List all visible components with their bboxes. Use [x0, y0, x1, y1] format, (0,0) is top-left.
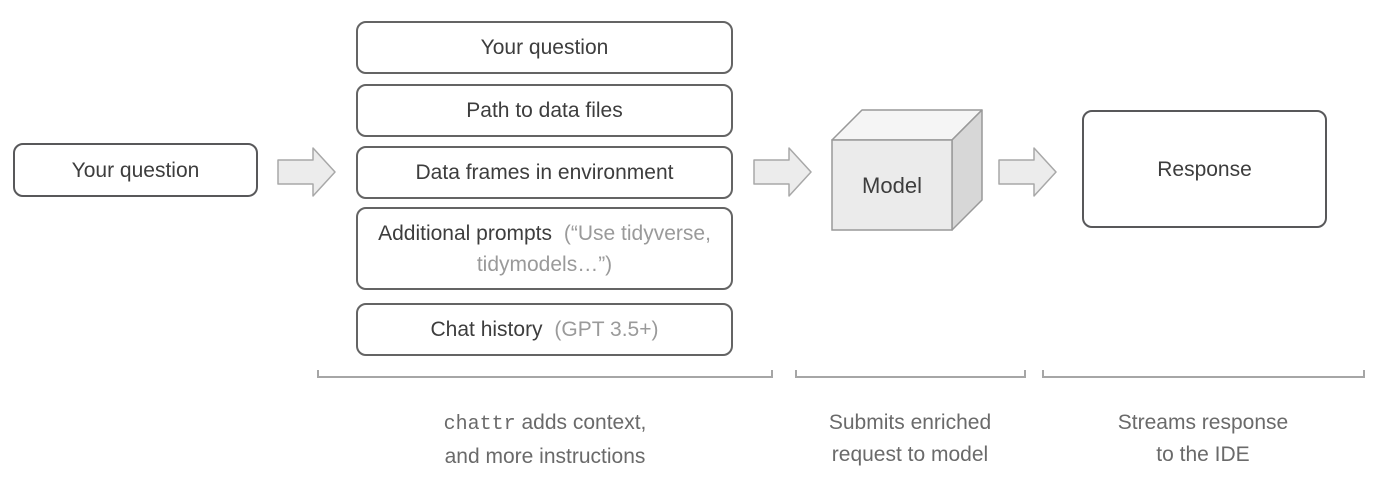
stack-box-chat-history: Chat history (GPT 3.5+) — [356, 303, 733, 356]
context-bracket — [317, 370, 773, 378]
your-question-box: Your question — [13, 143, 258, 197]
response-label: Response — [1157, 157, 1252, 181]
caption-line: chattr adds context, — [443, 411, 647, 436]
stack-box-label: Path to data files — [466, 99, 623, 122]
caption-line: and more instructions — [444, 445, 646, 468]
flow-arrow-icon — [998, 147, 1057, 197]
stack-box-path-to-data-files: Path to data files — [356, 84, 733, 137]
caption-line: Submits enriched — [828, 411, 992, 434]
stack-box-note: (GPT 3.5+) — [554, 318, 659, 341]
stream-bracket — [1042, 370, 1365, 378]
submit-bracket — [795, 370, 1026, 378]
model-label: Model — [862, 173, 922, 198]
stack-box-data-frames: Data frames in environment — [356, 146, 733, 199]
flow-arrow-icon — [753, 147, 812, 197]
your-question-label: Your question — [71, 158, 200, 182]
caption-line: to the IDE — [1156, 443, 1250, 466]
stack-box-label: Your question — [480, 36, 609, 59]
caption-context: chattr adds context, and more instructio… — [395, 407, 695, 473]
stack-box-additional-prompts: Additional prompts (“Use tidyverse, tidy… — [356, 207, 733, 290]
stack-box-label: Data frames in environment — [415, 161, 674, 184]
stack-box-your-question: Your question — [356, 21, 733, 74]
model-cube: Model — [831, 109, 983, 231]
chattr-code-text: chattr — [443, 413, 516, 436]
caption-submit: Submits enriched request to model — [785, 407, 1035, 471]
caption-stream: Streams response to the IDE — [1078, 407, 1328, 471]
response-box: Response — [1082, 110, 1327, 228]
stack-box-note: (“Use tidyverse, tidymodels…”) — [476, 221, 711, 276]
caption-line: Streams response — [1117, 411, 1289, 434]
stack-box-label: Chat history (GPT 3.5+) — [430, 318, 659, 341]
caption-line: request to model — [831, 443, 989, 466]
flow-arrow-icon — [277, 147, 336, 197]
stack-box-label: Additional prompts (“Use tidyverse, tidy… — [378, 221, 711, 276]
